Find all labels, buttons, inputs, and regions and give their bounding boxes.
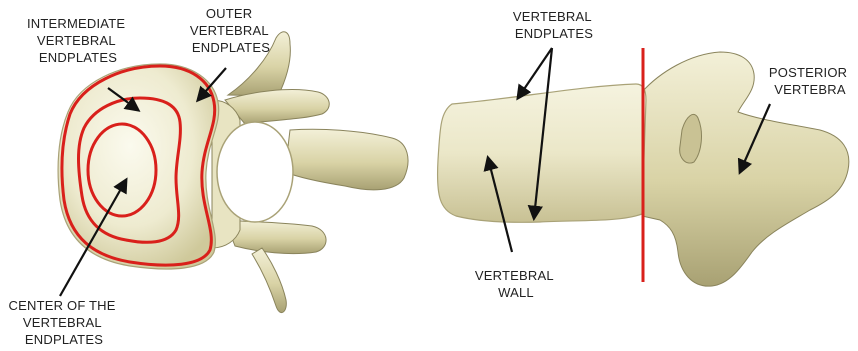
label-center: CENTER OF THE VERTEBRAL ENDPLATES — [9, 298, 120, 347]
lateral-view-vertebra: VERTEBRAL ENDPLATES VERTEBRAL WALL POSTE… — [438, 9, 852, 300]
label-outer: OUTER VERTEBRAL ENDPLATES — [190, 6, 272, 55]
spinous-process — [285, 129, 408, 190]
vertebral-foramen — [217, 122, 293, 222]
inferior-process — [252, 248, 286, 313]
label-endplates-side: VERTEBRAL ENDPLATES — [513, 9, 595, 41]
label-posterior: POSTERIOR VERTEBRA — [769, 65, 851, 97]
label-wall: VERTEBRAL WALL — [475, 268, 557, 300]
superior-view-vertebra: INTERMEDIATE VERTEBRAL ENDPLATES OUTER V… — [9, 6, 408, 347]
label-intermediate: INTERMEDIATE VERTEBRAL ENDPLATES — [27, 16, 129, 65]
